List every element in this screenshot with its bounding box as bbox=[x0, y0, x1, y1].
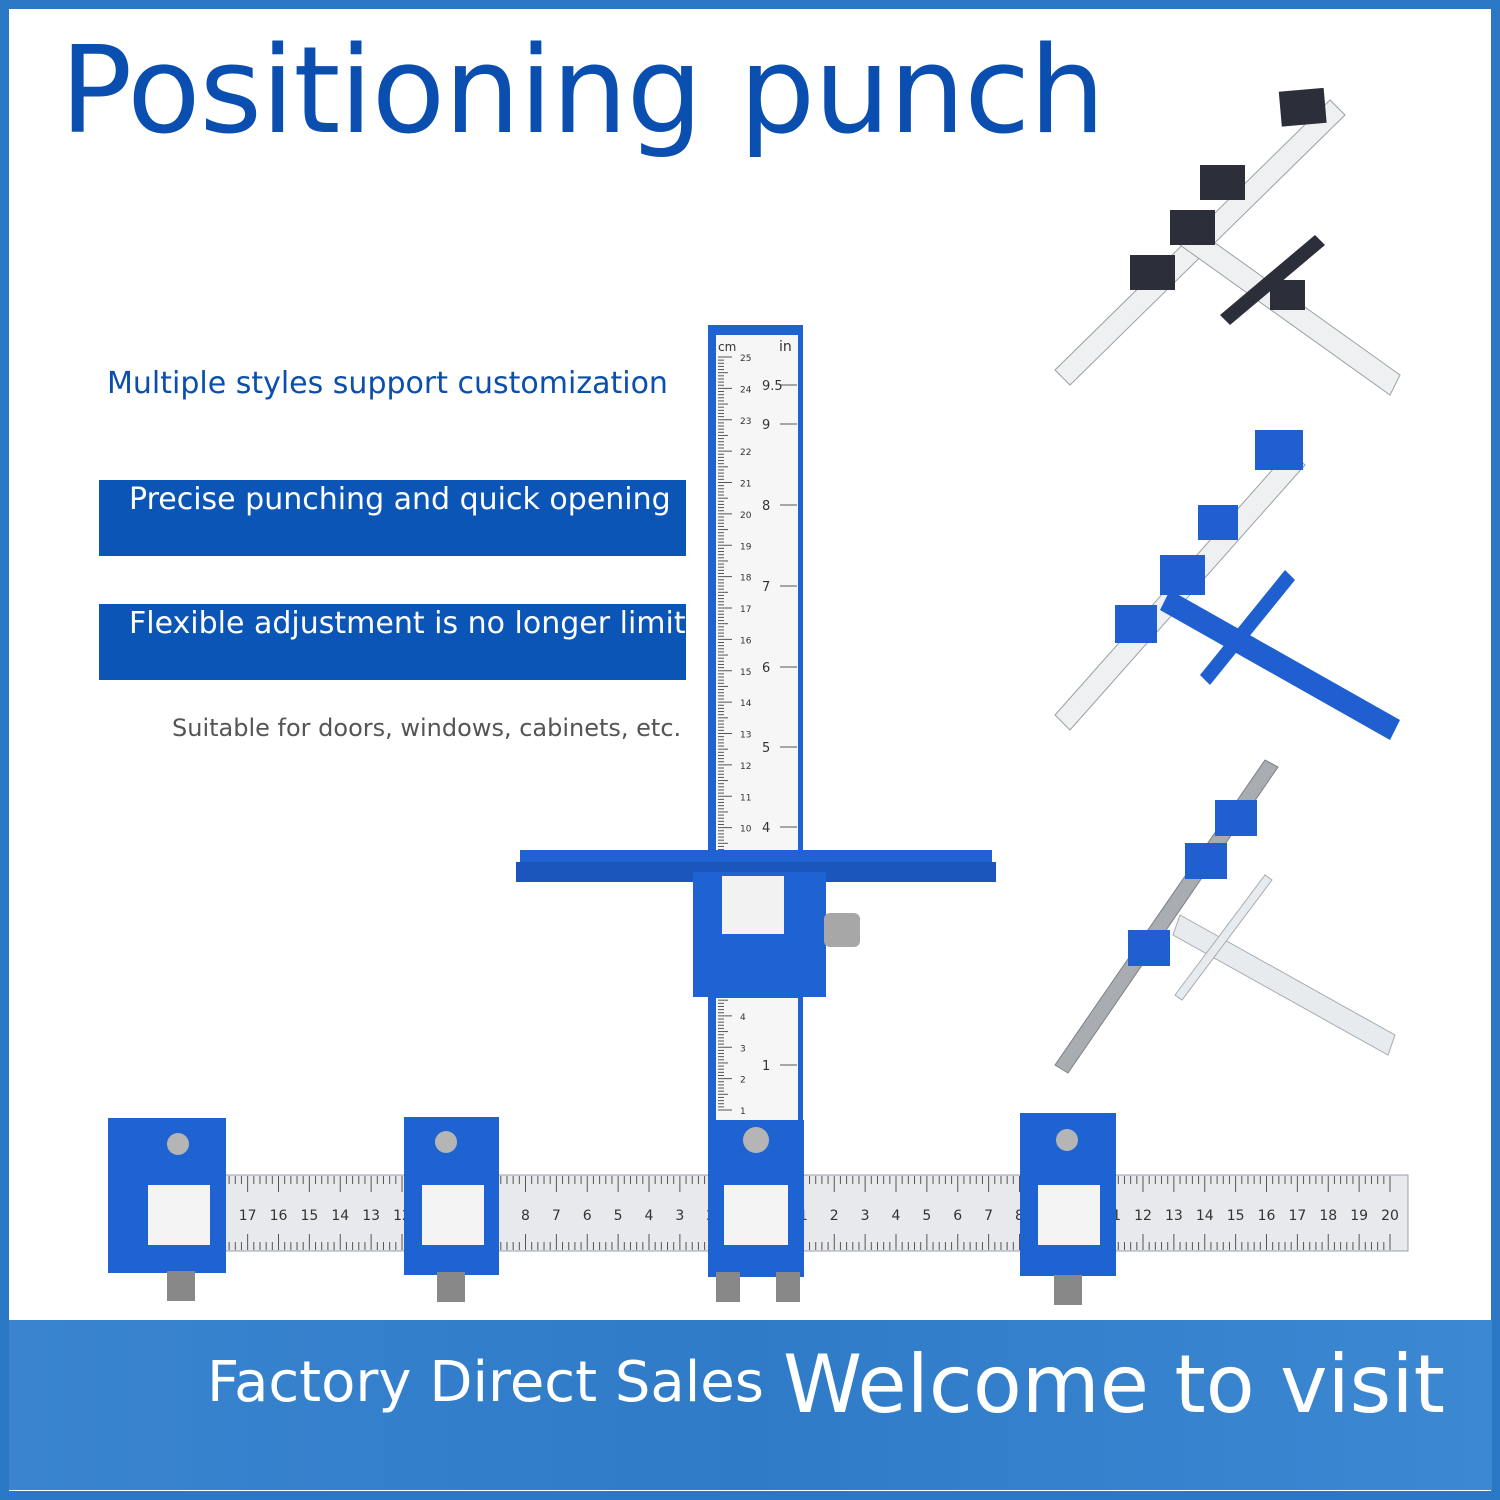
usage-note: Suitable for doors, windows, cabinets, e… bbox=[172, 714, 682, 742]
v-cm-label: 16 bbox=[740, 636, 752, 646]
v-cm-label: 18 bbox=[740, 574, 752, 584]
h-ruler-label: 7 bbox=[984, 1208, 993, 1224]
v-in-label: 1 bbox=[762, 1059, 770, 1074]
h-ruler-label: 5 bbox=[614, 1208, 623, 1224]
feature-band-punching: Precise punching and quick opening bbox=[99, 480, 686, 556]
v-cm-label: 2 bbox=[740, 1076, 746, 1086]
v-in-label: 9 bbox=[762, 418, 770, 433]
top-border bbox=[0, 0, 1500, 9]
footer-banner: Factory Direct Sales Welcome to visit bbox=[9, 1320, 1492, 1490]
vertical-ruler-lower bbox=[716, 998, 798, 1140]
right-border bbox=[1491, 0, 1500, 1500]
h-ruler-label: 2 bbox=[830, 1208, 839, 1224]
v-cm-label: 14 bbox=[740, 699, 752, 709]
h-ruler-label: 20 bbox=[1381, 1208, 1399, 1224]
h-ruler-label: 19 bbox=[1350, 1208, 1368, 1224]
h-ruler-label: 17 bbox=[1288, 1208, 1306, 1224]
h-ruler-label: 6 bbox=[953, 1208, 962, 1224]
stop-block-1 bbox=[108, 1118, 226, 1301]
h-ruler-label: 15 bbox=[1227, 1208, 1245, 1224]
v-in-label: 7 bbox=[762, 580, 770, 595]
v-in-label: 6 bbox=[762, 661, 770, 676]
v-cm-label: 3 bbox=[740, 1044, 746, 1054]
v-cm-label: 17 bbox=[740, 605, 751, 615]
unit-in-label: in bbox=[779, 339, 792, 355]
v-cm-label: 23 bbox=[740, 417, 751, 427]
v-cm-label: 22 bbox=[740, 448, 751, 458]
h-ruler-label: 13 bbox=[1165, 1208, 1183, 1224]
h-ruler-label: 4 bbox=[892, 1208, 901, 1224]
footer-factory-label: Factory Direct Sales bbox=[207, 1350, 764, 1415]
v-cm-label: 10 bbox=[740, 825, 752, 835]
h-ruler-label: 8 bbox=[1015, 1208, 1024, 1224]
v-cm-label: 4 bbox=[740, 1013, 746, 1023]
v-cm-label: 24 bbox=[740, 385, 752, 395]
variant-blue-tool bbox=[1054, 430, 1400, 740]
v-cm-label: 12 bbox=[740, 762, 751, 772]
h-ruler-label: 7 bbox=[552, 1208, 561, 1224]
stop-block-2 bbox=[404, 1117, 499, 1302]
v-in-label: 9.5 bbox=[762, 379, 783, 394]
vertical-ruler bbox=[716, 335, 798, 860]
v-cm-label: 1 bbox=[740, 1107, 746, 1117]
h-ruler-label: 3 bbox=[675, 1208, 684, 1224]
h-ruler-label: 6 bbox=[583, 1208, 592, 1224]
v-cm-label: 19 bbox=[740, 542, 752, 552]
h-ruler-label: 14 bbox=[1196, 1208, 1214, 1224]
footer-welcome-label: Welcome to visit bbox=[783, 1338, 1445, 1431]
v-cm-label: 20 bbox=[740, 511, 752, 521]
feature-adjustment-label: Flexible adjustment is no longer limited bbox=[129, 606, 686, 641]
slider-knob bbox=[824, 913, 860, 947]
feature-punching-label: Precise punching and quick opening bbox=[129, 482, 671, 517]
v-cm-label: 21 bbox=[740, 480, 751, 490]
center-block bbox=[708, 1120, 804, 1302]
h-ruler-label: 3 bbox=[861, 1208, 870, 1224]
stop-block-3 bbox=[1020, 1113, 1116, 1305]
v-cm-label: 15 bbox=[740, 668, 751, 678]
vertical-ruler-labels: 2524232221201918171615141312111043219.59… bbox=[740, 354, 783, 1117]
v-cm-label: 25 bbox=[740, 354, 751, 364]
v-in-label: 5 bbox=[762, 741, 770, 756]
v-cm-label: 11 bbox=[740, 793, 751, 803]
v-in-label: 8 bbox=[762, 499, 770, 514]
h-ruler-label: 17 bbox=[239, 1208, 257, 1224]
h-ruler-label: 14 bbox=[331, 1208, 349, 1224]
v-cm-label: 13 bbox=[740, 731, 751, 741]
variant-steel-tool bbox=[1054, 759, 1396, 1074]
bottom-border bbox=[0, 1491, 1500, 1500]
v-in-label: 4 bbox=[762, 821, 770, 836]
h-ruler-label: 15 bbox=[300, 1208, 318, 1224]
h-ruler-label: 13 bbox=[362, 1208, 380, 1224]
h-ruler-label: 4 bbox=[645, 1208, 654, 1224]
unit-cm-label: cm bbox=[718, 340, 736, 354]
h-ruler-label: 12 bbox=[1134, 1208, 1152, 1224]
h-ruler-label: 18 bbox=[1319, 1208, 1337, 1224]
h-ruler-label: 16 bbox=[1258, 1208, 1276, 1224]
h-ruler-label: 8 bbox=[521, 1208, 530, 1224]
h-ruler-label: 5 bbox=[922, 1208, 931, 1224]
feature-customization: Multiple styles support customization bbox=[107, 366, 668, 401]
feature-band-adjustment: Flexible adjustment is no longer limited bbox=[99, 604, 686, 680]
left-border bbox=[0, 0, 9, 1500]
h-ruler-label: 16 bbox=[270, 1208, 288, 1224]
page-title: Positioning punch bbox=[60, 22, 1105, 161]
variant-black-tool bbox=[1054, 87, 1401, 396]
